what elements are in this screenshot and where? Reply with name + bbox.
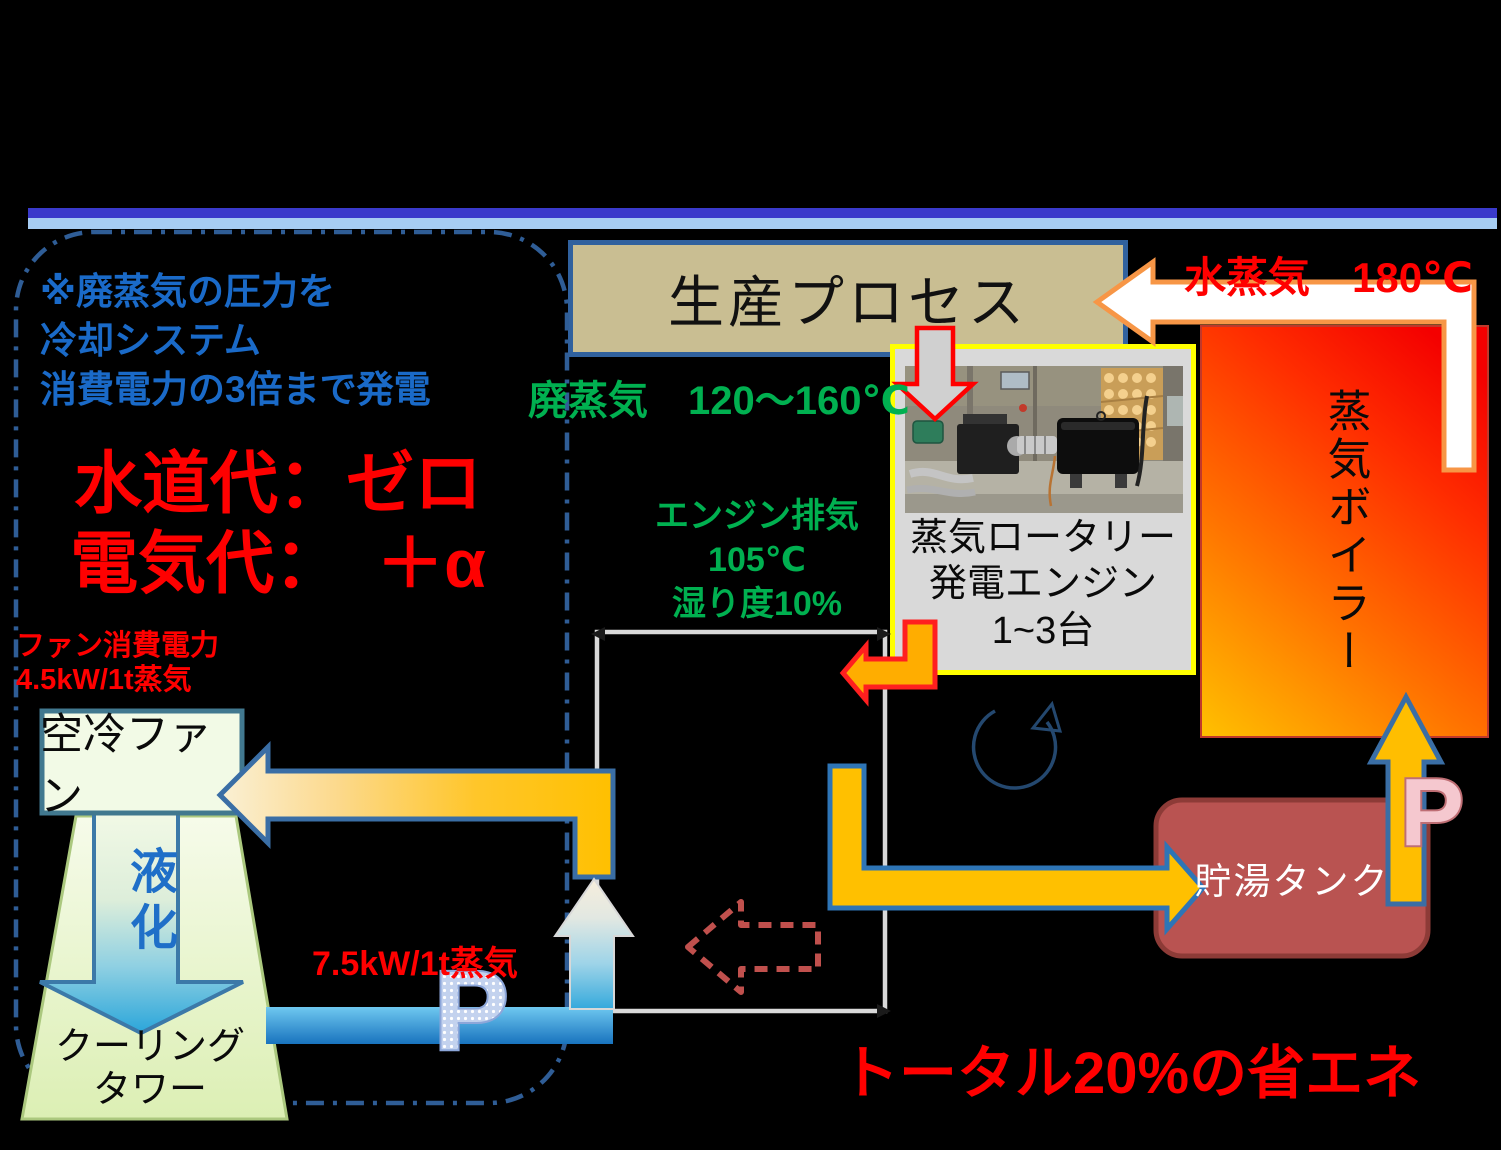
condensate-pump-power-note: 7.5kW/1t蒸気 [312, 945, 518, 983]
cooling-system-dashed-frame [13, 229, 570, 1106]
waste-steam-note: 廃蒸気 120～160℃ [528, 379, 910, 423]
feed-pump-arrow [1366, 691, 1446, 907]
steam-supply-arrow [1092, 257, 1477, 473]
liquefaction-arrow [39, 809, 244, 1036]
total-savings-note: トータル20%の省エネ [841, 1041, 1422, 1106]
engine-exhaust-note: エンジン排気 105℃ 湿り度10% [655, 497, 859, 624]
waste-steam-down-arrow [891, 325, 979, 423]
production-process-label: 生産プロセス [668, 271, 1028, 334]
condensate-pump-symbol: P [434, 948, 509, 1073]
condensate-line [266, 1007, 613, 1044]
cost-savings-text: 水道代：ゼロ 電気代： ＋α [70, 446, 486, 603]
header-bar-light [28, 218, 1497, 229]
air-fan-label: 空冷ファン [40, 711, 212, 821]
steam-supply-note: 水蒸気 180℃ [1184, 254, 1473, 301]
production-process-box: 生産プロセス [568, 240, 1128, 357]
steam-boiler-label: 蒸気ボイラー [1320, 387, 1370, 676]
pressure-note-text: ※廃蒸気の圧力を 冷却システム 消費電力の3倍まで発電 [40, 271, 431, 410]
dashed-return-arrow [685, 899, 821, 995]
engine-exhaust-arrow [839, 619, 938, 707]
air-fan-box [39, 708, 245, 816]
header-bar-dark [28, 208, 1497, 218]
hot-water-arrow-to-tank [827, 763, 1207, 936]
rotation-arrow-icon [971, 700, 1063, 790]
storage-tank-label: 貯湯タンク [1194, 861, 1390, 902]
steam-boiler-box: 蒸気ボイラー [1200, 325, 1489, 738]
condensate-up-arrow [553, 877, 635, 1010]
hot-flow-arrow-to-fan [216, 740, 616, 880]
feed-pump-symbol: P [1400, 759, 1464, 866]
engine-caption: 蒸気ロータリー 発電エンジン 1~3台 [909, 517, 1176, 652]
cooling-tower-label: クーリング タワー [54, 1026, 245, 1111]
liquefaction-label: 液化 [122, 846, 175, 958]
fan-power-note: ファン消費電力 4.5kW/1t蒸気 [16, 630, 220, 697]
